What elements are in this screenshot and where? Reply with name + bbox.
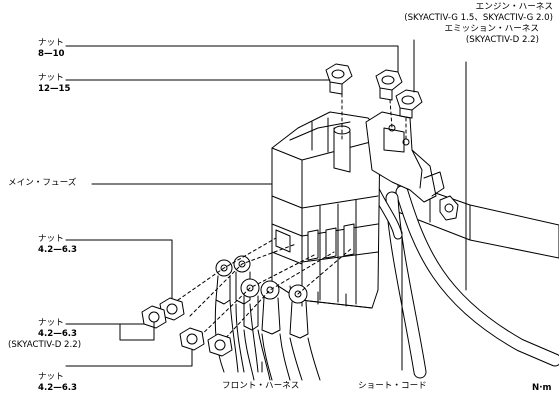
short-cord-label: ショート・コード: [358, 381, 427, 391]
nut-label-1-title: ナット: [38, 38, 64, 48]
nut-label-4-title: ナット: [38, 318, 64, 328]
main-fuse-label: メイン・フューズ: [8, 178, 77, 188]
unit-label: N·m: [532, 383, 552, 393]
front-harness-label: フロント・ハーネス: [222, 381, 300, 391]
nut-label-3-torque: 4.2—6.3: [38, 245, 78, 255]
nut-label-3-title: ナット: [38, 234, 64, 244]
nut-label-1-torque: 8—10: [38, 49, 65, 59]
nut-label-5: ナット 4.2—6.3: [38, 372, 77, 394]
nut-label-2-torque: 12—15: [38, 84, 71, 94]
ring-terminal-4: [260, 280, 291, 381]
leader-lines: [65, 39, 467, 373]
nut-label-4-note: (SKYACTIV-D 2.2): [8, 340, 82, 350]
nut-label-3: ナット 4.2—6.3: [38, 234, 77, 256]
nut-lower-c: [179, 327, 205, 351]
engine-harness-label: エンジン・ハーネス (SKYACTIV-G 1.5、SKYACTIV-G 2.0…: [404, 2, 553, 24]
main-fuse-block: [271, 111, 445, 309]
ring-terminal-2: [233, 255, 259, 373]
front-harness-terminals: [177, 237, 353, 381]
emission-harness-title: エミッション・ハーネス: [444, 24, 539, 34]
nut-label-1: ナット 8—10: [38, 38, 65, 60]
upper-nuts: [325, 63, 423, 143]
emission-harness-note: (SKYACTIV-D 2.2): [465, 35, 539, 45]
nut-upper-right: [395, 89, 423, 143]
mounting-bracket: [397, 179, 559, 259]
nut-lower-d: [207, 333, 233, 357]
engine-harness-note: (SKYACTIV-G 1.5、SKYACTIV-G 2.0): [404, 13, 553, 23]
nut-upper-left: [325, 63, 353, 141]
emission-harness-label: エミッション・ハーネス (SKYACTIV-D 2.2): [444, 24, 539, 46]
engine-harness-title: エンジン・ハーネス: [475, 2, 553, 12]
nut-label-5-torque: 4.2—6.3: [38, 383, 78, 393]
lower-nuts: [141, 297, 233, 357]
nut-label-2-title: ナット: [38, 73, 64, 83]
nut-label-2: ナット 12—15: [38, 73, 71, 95]
nut-label-5-title: ナット: [38, 372, 64, 382]
nut-label-4: ナット 4.2—6.3 (SKYACTIV-D 2.2): [8, 318, 81, 351]
nut-label-4-torque: 4.2—6.3: [38, 329, 78, 339]
nut-upper-middle: [375, 69, 403, 129]
